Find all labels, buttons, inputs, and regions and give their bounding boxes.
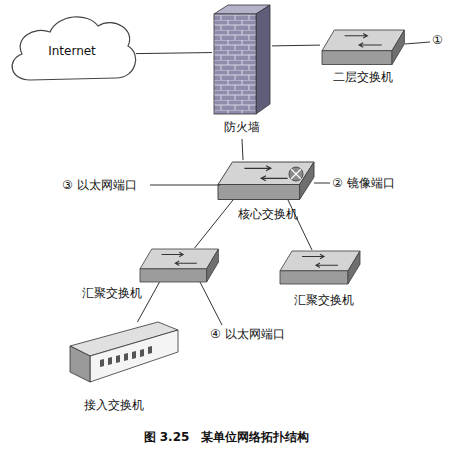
router-mark: [291, 169, 301, 179]
switch-node: 接入交换机: [68, 322, 180, 384]
access-switch-front: [90, 330, 178, 382]
leader-line: [314, 183, 330, 184]
link-line: [272, 45, 320, 47]
network-link: [195, 200, 233, 248]
leader-line: [150, 185, 220, 186]
switch-icon: [280, 251, 360, 284]
router-mark: [289, 167, 303, 181]
callout-number: ①: [432, 33, 443, 47]
access-switch-side: [70, 346, 90, 382]
figure-caption: 图 3.25 某单位网络拓扑结构: [0, 429, 453, 446]
node-label: 二层交换机: [315, 70, 410, 84]
switch-node: 汇聚交换机: [140, 248, 218, 282]
firewall-wall: [214, 14, 256, 114]
leader-line: [405, 42, 430, 44]
link-line: [136, 53, 212, 54]
link-line: [195, 200, 233, 248]
node-label: Internet: [8, 44, 136, 58]
switch-node: 二层交换机: [320, 28, 405, 66]
network-link: [136, 53, 212, 54]
node-label: 核心交换机: [238, 207, 318, 221]
port-label: ② 镜像端口: [332, 176, 395, 190]
node-label: 接入交换机: [84, 398, 174, 412]
switch-icon: [322, 30, 404, 65]
switch-node: 核心交换机: [218, 160, 318, 200]
node-label: 防火墙: [202, 120, 282, 134]
leader-line: [200, 282, 222, 325]
port-row: [100, 346, 152, 367]
node-label: 汇聚交换机: [82, 286, 162, 300]
port-label: ④ 以太网端口: [210, 327, 285, 341]
switch-node: 汇聚交换机: [280, 250, 360, 284]
network-link: [272, 45, 320, 47]
switch-icon: [140, 249, 218, 282]
switch-icon: [218, 162, 314, 200]
firewall-side: [256, 5, 270, 114]
network-link: [242, 139, 243, 160]
cloud-node: Internet: [8, 14, 136, 86]
node-label: 汇聚交换机: [294, 293, 374, 307]
firewall-node: 防火墙: [212, 6, 272, 139]
port-label: ③ 以太网端口: [62, 178, 137, 192]
link-line: [242, 139, 243, 160]
